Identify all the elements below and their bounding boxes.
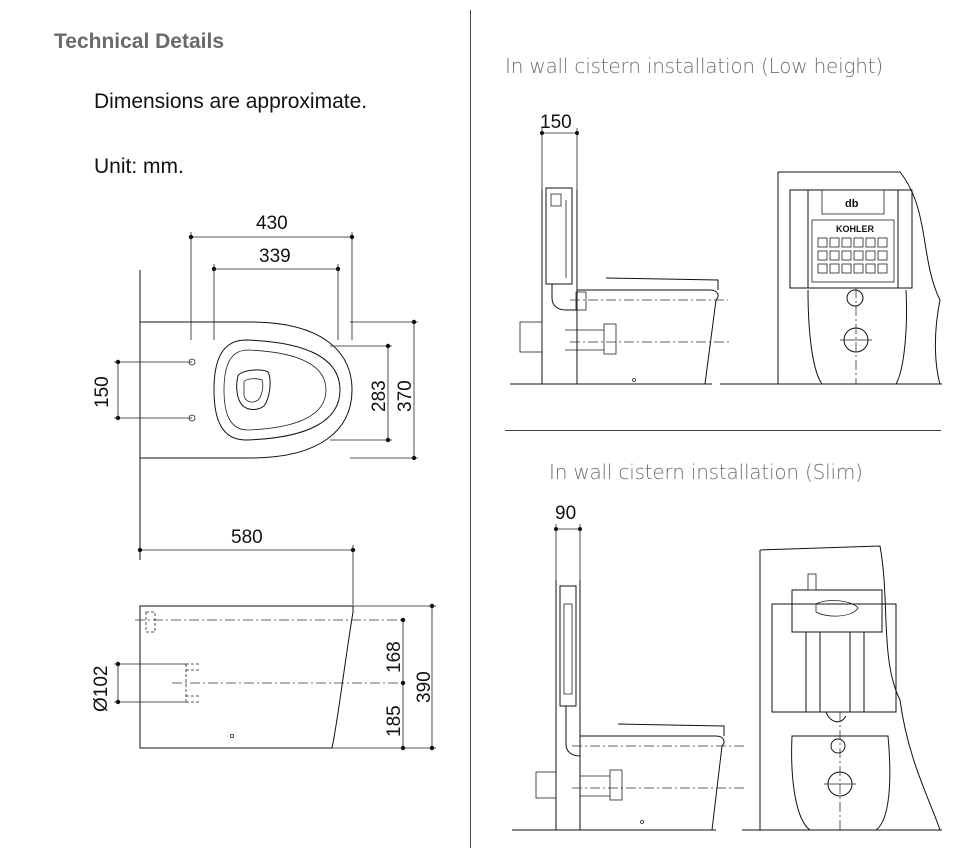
dim-339: 339 (259, 246, 291, 267)
kohler-brand: KOHLER (836, 224, 875, 234)
dim-370: 370 (395, 380, 416, 412)
horizontal-divider (505, 430, 941, 431)
dim-diameter: Ø102 (91, 666, 112, 712)
dim-150-holes: 150 (92, 376, 113, 408)
top-view: 430 339 150 283 370 (92, 213, 418, 560)
side-view: 580 Ø102 168 185 390 (91, 527, 436, 751)
approximate-note: Dimensions are approximate. (94, 90, 368, 113)
page-title: Technical Details (54, 30, 225, 53)
dim-185: 185 (384, 705, 405, 737)
slim-title: In wall cistern installation (Slim) (549, 460, 863, 484)
dim-390: 390 (414, 671, 435, 703)
low-dim-150: 150 (540, 112, 572, 133)
dim-283: 283 (369, 380, 390, 412)
low-height-front-view: db KOHLER (720, 171, 942, 385)
slim-dim-90: 90 (555, 503, 576, 524)
dim-168: 168 (384, 641, 405, 673)
dim-430: 430 (256, 213, 288, 234)
slim-side-view: 90 (512, 503, 744, 831)
vertical-divider (470, 10, 471, 848)
slim-front-view (742, 545, 942, 831)
dim-580: 580 (231, 527, 263, 548)
low-height-side-view: 150 (510, 112, 730, 385)
svg-text:db: db (845, 198, 859, 210)
unit-note: Unit: mm. (94, 155, 184, 178)
low-height-title: In wall cistern installation (Low height… (505, 54, 884, 78)
